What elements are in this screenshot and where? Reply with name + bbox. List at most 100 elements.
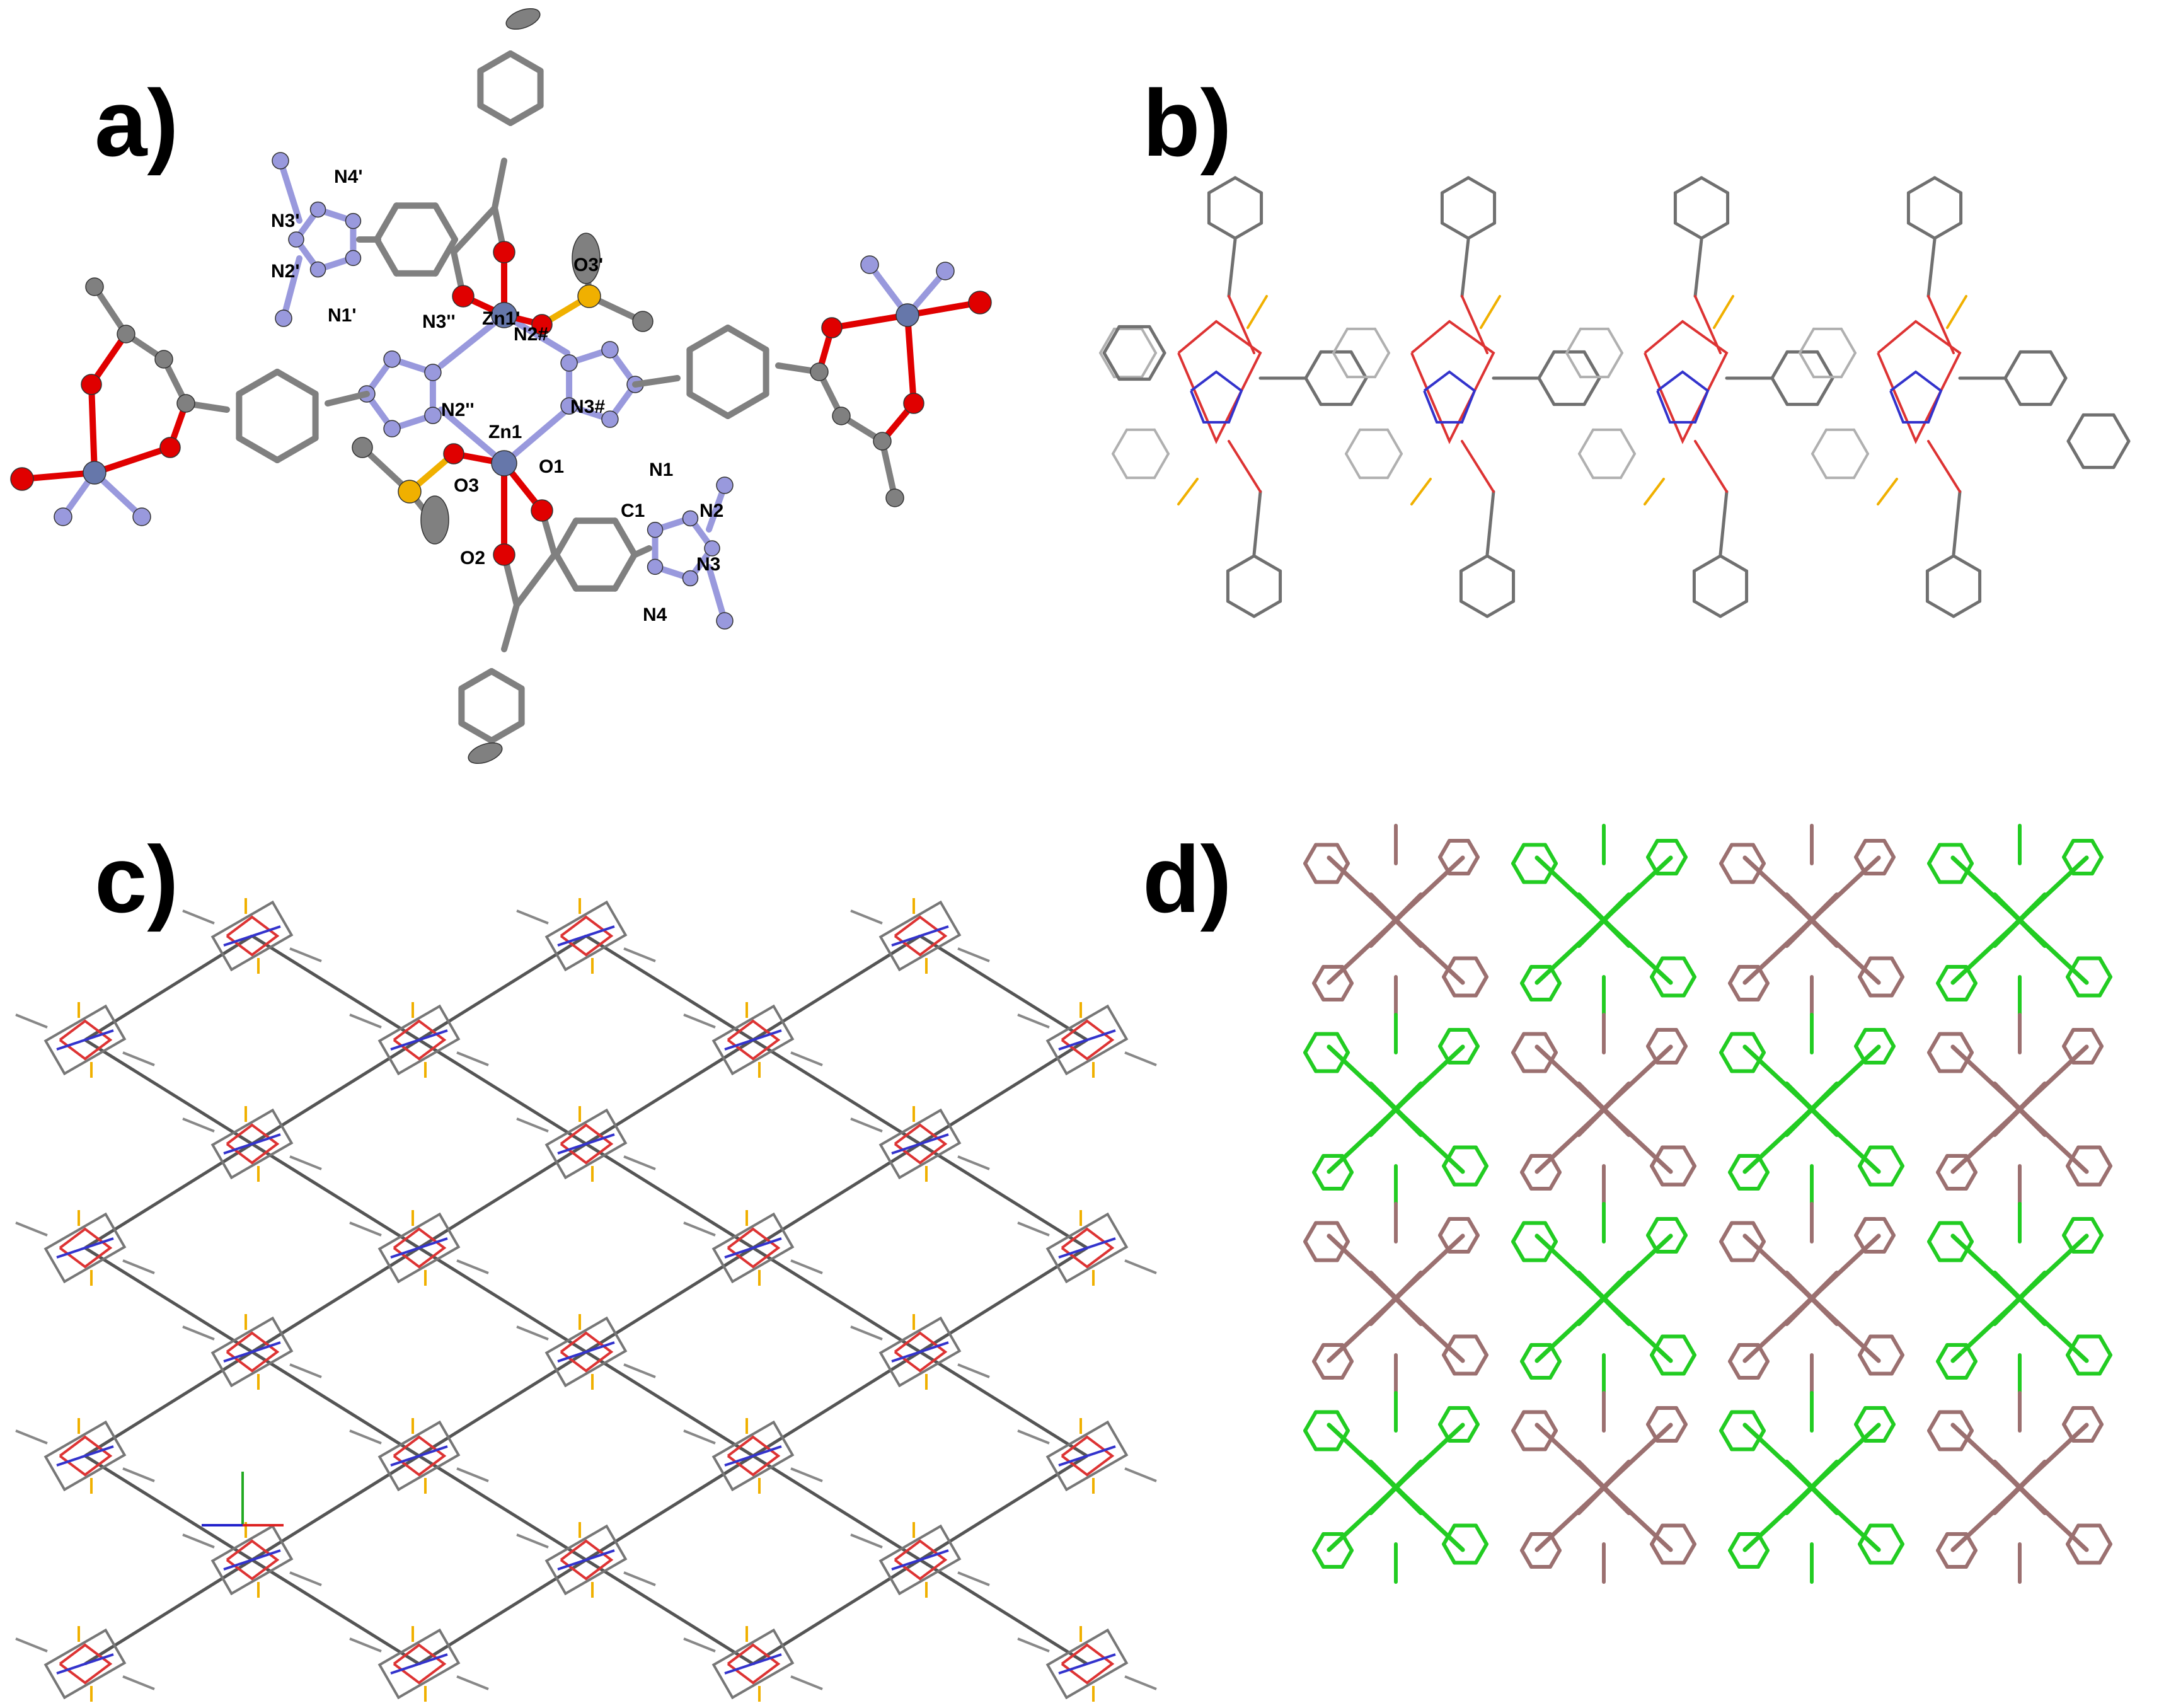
network-link bbox=[752, 1246, 921, 1354]
node-phenyl-arm bbox=[623, 1155, 656, 1170]
side-phenyl-wire bbox=[1141, 327, 1157, 354]
panel-d: d) bbox=[1080, 819, 2159, 1708]
nitrogen-atom bbox=[272, 152, 289, 170]
side-phenyl-wire bbox=[1345, 453, 1361, 480]
network-phenyl bbox=[2090, 839, 2104, 859]
network-phenyl bbox=[1335, 862, 1350, 884]
phenyl-wire bbox=[1252, 599, 1282, 618]
network-phenyl bbox=[1927, 1032, 1942, 1054]
phenyl-left bbox=[274, 369, 319, 397]
node-phenyl-arm bbox=[1124, 1467, 1157, 1482]
network-phenyl bbox=[1511, 1429, 1526, 1451]
node-phenyl-arm bbox=[456, 1051, 489, 1066]
network-phenyl bbox=[1682, 1145, 1696, 1168]
network-phenyl bbox=[1438, 839, 1451, 859]
network-phenyl bbox=[1959, 862, 1974, 884]
network-phenyl bbox=[1936, 981, 1949, 1001]
phenyl-wire bbox=[1485, 599, 1516, 618]
end-phenyl-wire bbox=[1102, 325, 1121, 355]
network-phenyl bbox=[1756, 1170, 1770, 1191]
network-phenyl bbox=[1548, 1532, 1562, 1552]
network-phenyl bbox=[1682, 1353, 1696, 1376]
zinc-atom bbox=[491, 302, 517, 328]
nitrogen-atom bbox=[716, 612, 734, 630]
network-phenyl bbox=[1959, 1240, 1974, 1262]
node-ligand-wire bbox=[711, 1212, 795, 1284]
network-phenyl bbox=[1312, 1343, 1325, 1363]
network-phenyl bbox=[1442, 1353, 1456, 1376]
network-phenyl bbox=[1466, 1422, 1480, 1443]
node-ligand-wire bbox=[711, 1004, 795, 1076]
network-link bbox=[84, 934, 253, 1042]
end-phenyl-wire bbox=[1148, 325, 1166, 355]
network-phenyl bbox=[1927, 843, 1942, 865]
network-phenyl bbox=[1719, 1410, 1734, 1433]
node-o-wire bbox=[393, 1643, 447, 1685]
oxygen-atom bbox=[968, 291, 992, 314]
end-phenyl-wire bbox=[2112, 413, 2131, 443]
network-link bbox=[919, 1038, 1088, 1146]
node-phenyl-arm bbox=[182, 1533, 215, 1549]
network-phenyl bbox=[1751, 1429, 1766, 1451]
node-phenyl-arm bbox=[957, 1363, 990, 1378]
node-phenyl-arm bbox=[683, 1429, 716, 1445]
network-phenyl bbox=[1674, 1233, 1688, 1254]
node-o-wire bbox=[727, 1227, 781, 1269]
network-phenyl bbox=[1312, 1170, 1325, 1191]
network-link bbox=[84, 1454, 253, 1562]
network-phenyl bbox=[1674, 1422, 1688, 1443]
node-ligand-wire bbox=[878, 1108, 962, 1180]
nitrogen-atom bbox=[424, 364, 442, 381]
network-phenyl bbox=[1335, 1051, 1350, 1073]
network-phenyl bbox=[1442, 1542, 1456, 1565]
zinc-atom bbox=[491, 450, 517, 476]
network-phenyl bbox=[1520, 1359, 1533, 1380]
network-link bbox=[752, 1454, 921, 1562]
network-phenyl bbox=[1936, 1154, 1949, 1174]
dmso-bond bbox=[1713, 295, 1734, 329]
network-phenyl bbox=[1858, 1353, 1872, 1376]
node-phenyl-arm bbox=[456, 1675, 489, 1690]
node-n-wire bbox=[724, 1445, 782, 1467]
network-link bbox=[585, 1558, 754, 1666]
node-n-wire bbox=[223, 1133, 281, 1155]
node-o-wire bbox=[1061, 1227, 1115, 1269]
dmso-bond bbox=[1410, 478, 1432, 505]
network-phenyl bbox=[1474, 1145, 1488, 1168]
bond bbox=[904, 312, 917, 407]
network-phenyl bbox=[1674, 1406, 1688, 1426]
network-phenyl bbox=[1646, 1422, 1659, 1443]
network-phenyl bbox=[1728, 1154, 1741, 1174]
panel-b: b) bbox=[1080, 0, 2159, 819]
network-phenyl bbox=[2098, 1542, 2112, 1565]
network-phenyl bbox=[1466, 855, 1480, 875]
network-phenyl bbox=[1646, 855, 1659, 875]
network-link bbox=[251, 1246, 420, 1354]
nitrogen-atom bbox=[288, 231, 304, 248]
network-phenyl bbox=[1751, 1032, 1766, 1054]
side-phenyl-wire bbox=[1578, 453, 1594, 480]
bond bbox=[501, 602, 520, 652]
network-link bbox=[251, 934, 420, 1042]
phenyl-top bbox=[507, 102, 544, 126]
network-phenyl bbox=[1312, 1359, 1325, 1380]
network-phenyl bbox=[1719, 1240, 1734, 1262]
node-o-wire bbox=[560, 915, 614, 957]
network-phenyl bbox=[1858, 1523, 1872, 1546]
network-phenyl bbox=[1340, 1154, 1354, 1174]
network-core bbox=[1784, 892, 1839, 948]
side-phenyl-wire bbox=[1332, 352, 1349, 379]
network-phenyl bbox=[1438, 1028, 1451, 1048]
linker-phenyl-wire bbox=[1537, 350, 1556, 380]
network-phenyl bbox=[1438, 1233, 1451, 1254]
network-phenyl bbox=[1882, 1217, 1896, 1237]
network-phenyl bbox=[1927, 1051, 1942, 1073]
network-phenyl bbox=[1543, 1429, 1558, 1451]
network-link bbox=[919, 1246, 1088, 1354]
zn-o-wire bbox=[1410, 320, 1495, 444]
node-o-wire bbox=[894, 915, 948, 957]
network-link bbox=[752, 1038, 921, 1146]
phenyl-bottom bbox=[488, 720, 525, 744]
nitrogen-atom bbox=[424, 407, 442, 424]
network-phenyl bbox=[1936, 965, 1949, 985]
